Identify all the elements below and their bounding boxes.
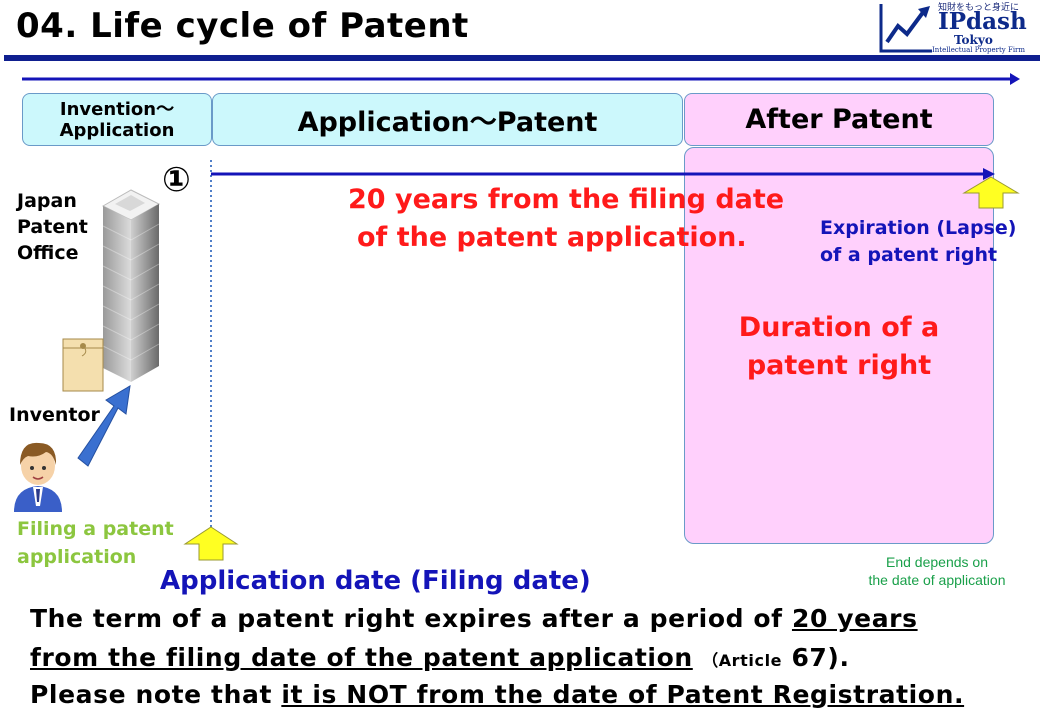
application-date-label: Application date (Filing date): [160, 566, 591, 596]
footer-article-label: （Article: [702, 651, 782, 670]
end-note-line1: End depends on: [835, 554, 1039, 570]
duration-line2: patent right: [690, 350, 988, 381]
footer-line3: Please note that it is NOT from the date…: [30, 680, 964, 709]
footer-line1-text: The term of a patent right expires after…: [30, 604, 792, 633]
filing-line2: application: [17, 546, 136, 568]
footer-filing-date-phrase: from the filing date of the patent appli…: [30, 643, 693, 672]
term-text-line2: of the patent application.: [357, 222, 747, 253]
application-date-up-arrow-icon: [183, 526, 239, 562]
expiration-up-arrow-icon: [961, 176, 1021, 210]
footer-line2: from the filing date of the patent appli…: [30, 643, 850, 672]
term-text-line1: 20 years from the filing date: [348, 184, 784, 215]
office-line1: Japan: [17, 188, 88, 214]
footer-20-years: 20 years: [792, 604, 918, 633]
inventor-person-icon: [10, 436, 66, 512]
footer-article-number: 67).: [791, 643, 849, 672]
duration-line1: Duration of a: [690, 312, 988, 343]
footer-note-text: Please note that: [30, 680, 281, 709]
patent-office-label: Japan Patent Office: [17, 188, 88, 266]
expiration-line2: of a patent right: [820, 244, 997, 266]
end-note-line2: the date of application: [835, 572, 1039, 588]
footer-line1: The term of a patent right expires after…: [30, 604, 918, 633]
inventor-label: Inventor: [9, 404, 100, 426]
expiration-line1: Expiration (Lapse): [820, 217, 1016, 239]
office-line2: Patent: [17, 214, 88, 240]
footer-not-registration: it is NOT from the date of Patent Regist…: [281, 680, 964, 709]
filing-line1: Filing a patent: [17, 518, 174, 540]
office-line3: Office: [17, 240, 88, 266]
